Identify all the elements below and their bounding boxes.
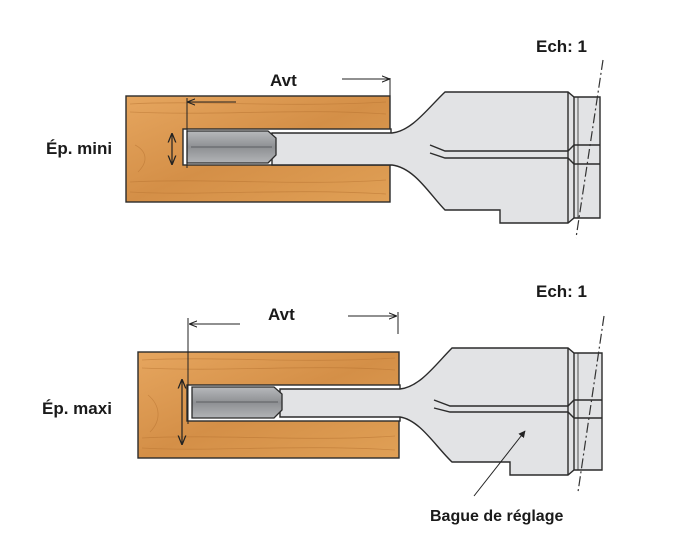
top-cutter: [186, 130, 277, 164]
bottom-tool-body: [279, 347, 603, 476]
callout-label: Bague de réglage: [430, 508, 563, 525]
bottom-break-line: [577, 315, 605, 493]
top-thickness-label: Ép. mini: [46, 139, 112, 158]
bottom-cutter: [191, 386, 283, 419]
bottom-thickness-label: Ép. maxi: [42, 399, 112, 418]
top-advance-label: Avt: [270, 71, 297, 90]
bottom-scale-label: Ech: 1: [536, 282, 587, 301]
callout-leader-line: [473, 430, 526, 497]
top-diagram: Ech: 1 Avt Ép. mini: [46, 37, 604, 239]
top-tool-body: [271, 91, 601, 224]
top-scale-label: Ech: 1: [536, 37, 587, 56]
bottom-diagram: Ech: 1 Avt Ép. maxi Bague de réglage: [42, 282, 605, 525]
bottom-advance-label: Avt: [268, 305, 295, 324]
top-break-line: [575, 59, 604, 239]
